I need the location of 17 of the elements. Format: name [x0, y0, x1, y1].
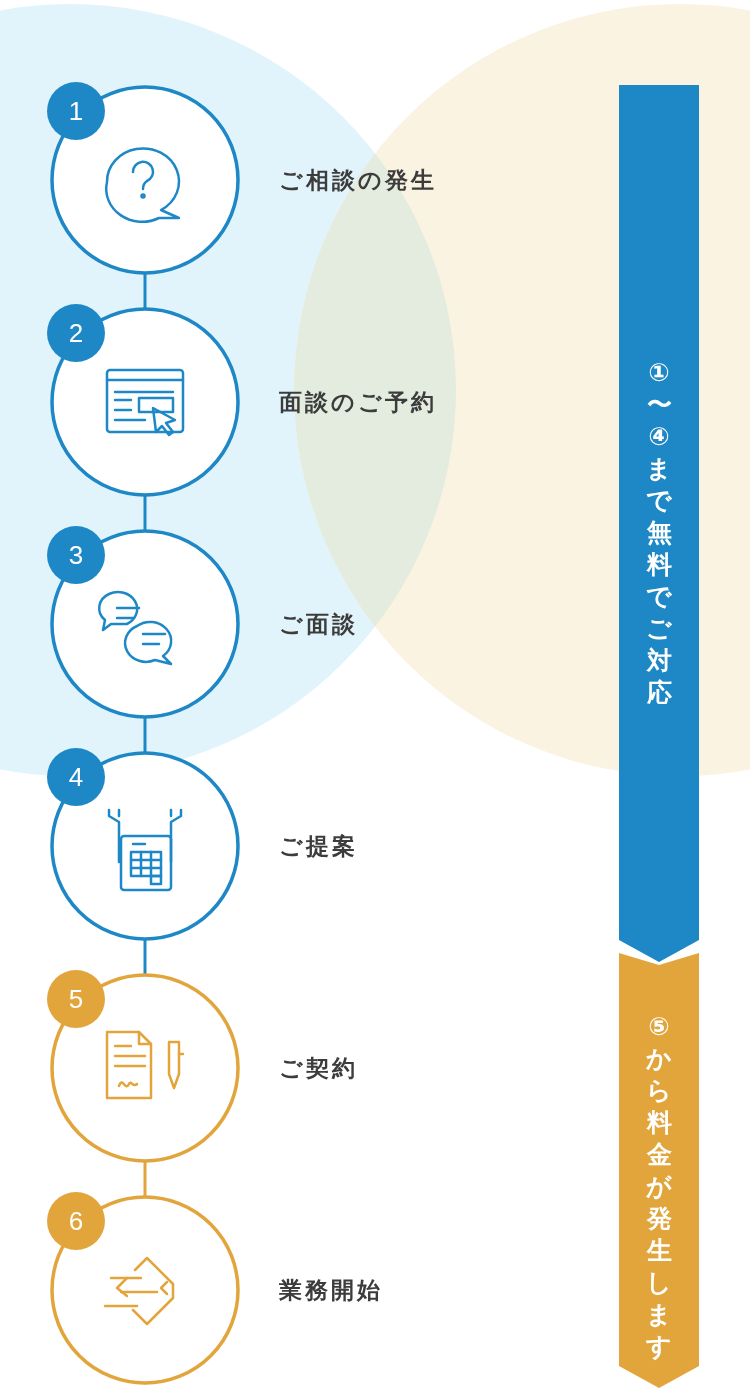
connector-line — [143, 496, 147, 530]
step-label: 業務開始 — [279, 1276, 383, 1305]
step-number-badge: 6 — [47, 1192, 105, 1250]
connector-line — [143, 1162, 147, 1196]
step-label: 面談のご予約 — [279, 388, 437, 417]
connector-line — [143, 718, 147, 752]
step-label: ご相談の発生 — [279, 166, 437, 195]
band-text: ⑤から料金が発生します — [645, 1011, 673, 1363]
step-label: ご面談 — [279, 610, 358, 639]
step-label: ご提案 — [279, 832, 358, 861]
arrow-band — [619, 85, 699, 962]
step-label: ご契約 — [279, 1054, 358, 1083]
step-number-badge: 5 — [47, 970, 105, 1028]
connector-line — [143, 940, 147, 974]
connector-line — [143, 274, 147, 308]
band-text: ①〜④まで無料でご対応 — [645, 357, 673, 709]
arrow-band — [619, 953, 699, 1388]
